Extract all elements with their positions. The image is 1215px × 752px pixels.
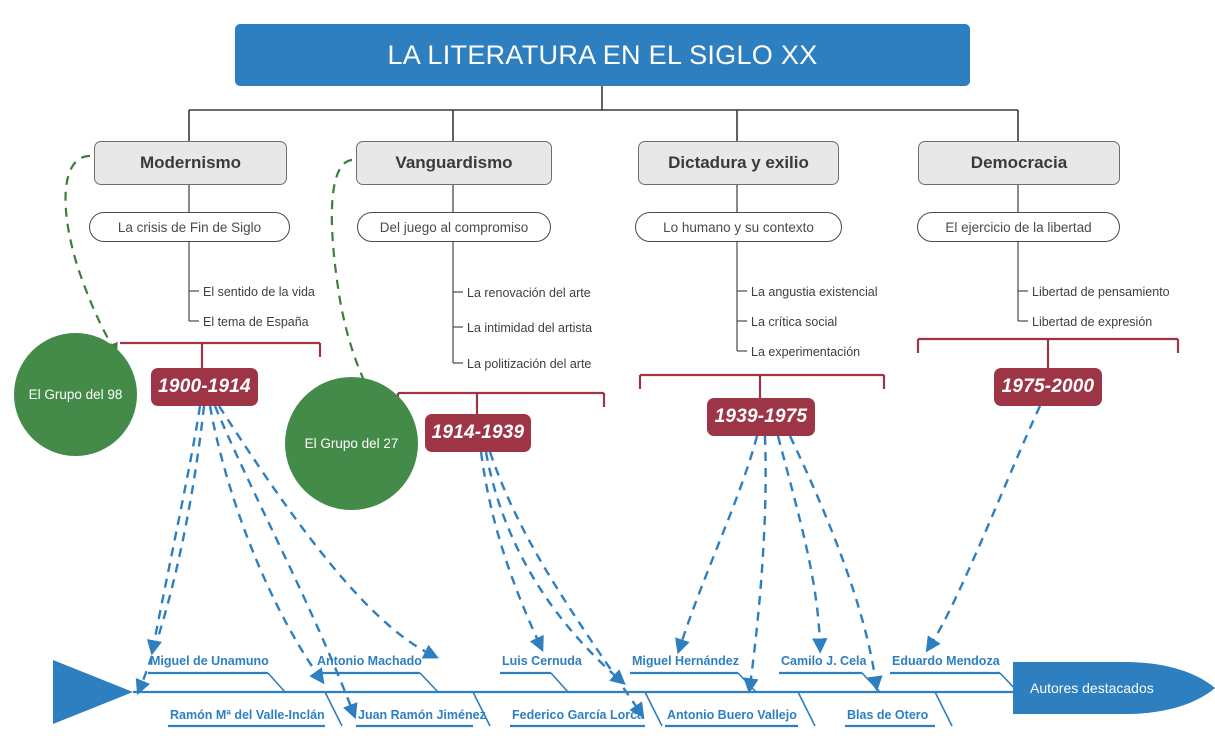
leaf-item: Libertad de expresión bbox=[1032, 315, 1153, 329]
authors-banner bbox=[1013, 662, 1215, 714]
leaf-item: La angustia existencial bbox=[751, 285, 878, 299]
subtitle-pill-democracia[interactable]: El ejercicio de la libertad bbox=[917, 212, 1120, 242]
author-label[interactable]: Ramón Mª del Valle-Inclán bbox=[170, 708, 325, 722]
leaf-item: Libertad de pensamiento bbox=[1032, 285, 1170, 299]
leaf-item: La politización del arte bbox=[467, 357, 592, 371]
author-label[interactable]: Camilo J. Cela bbox=[781, 654, 867, 668]
author-label[interactable]: Antonio Machado bbox=[317, 654, 422, 668]
subtitle-pill-vanguardismo[interactable]: Del juego al compromiso bbox=[357, 212, 551, 242]
subtitle-pill-dictadura[interactable]: Lo humano y su contexto bbox=[635, 212, 842, 242]
authors-banner-label: Autores destacados bbox=[1030, 680, 1154, 696]
timeline-start-arrow bbox=[53, 660, 133, 724]
leaf-item: El sentido de la vida bbox=[203, 285, 315, 299]
period-badge-1914-1939[interactable]: 1914-1939 bbox=[425, 414, 531, 452]
category-box-dictadura-y-exilio[interactable]: Dictadura y exilio bbox=[638, 141, 839, 185]
period-badge-1939-1975[interactable]: 1939-1975 bbox=[707, 398, 815, 436]
author-label[interactable]: Juan Ramón Jiménez bbox=[358, 708, 486, 722]
leaf-item: La experimentación bbox=[751, 345, 861, 359]
leaf-item: La renovación del arte bbox=[467, 286, 591, 300]
leaf-item: El tema de España bbox=[203, 315, 309, 329]
page-title: LA LITERATURA EN EL SIGLO XX bbox=[235, 24, 970, 86]
leaf-item: La crítica social bbox=[751, 315, 838, 329]
subtitle-pill-modernismo[interactable]: La crisis de Fin de Siglo bbox=[89, 212, 290, 242]
leaf-item: La intimidad del artista bbox=[467, 321, 593, 335]
group-circle-98[interactable]: El Grupo del 98 bbox=[14, 333, 137, 456]
period-badge-1900-1914[interactable]: 1900-1914 bbox=[151, 368, 258, 406]
group-circle-27[interactable]: El Grupo del 27 bbox=[285, 377, 418, 510]
author-label[interactable]: Blas de Otero bbox=[847, 708, 929, 722]
author-label[interactable]: Miguel Hernández bbox=[632, 654, 739, 668]
author-label[interactable]: Federico García Lorca bbox=[512, 708, 645, 722]
author-label[interactable]: Miguel de Unamuno bbox=[150, 654, 269, 668]
category-box-democracia[interactable]: Democracia bbox=[918, 141, 1120, 185]
author-label[interactable]: Luis Cernuda bbox=[502, 654, 582, 668]
category-box-modernismo[interactable]: Modernismo bbox=[94, 141, 287, 185]
author-label[interactable]: Eduardo Mendoza bbox=[892, 654, 1000, 668]
author-label[interactable]: Antonio Buero Vallejo bbox=[667, 708, 797, 722]
period-badge-1975-2000[interactable]: 1975-2000 bbox=[994, 368, 1102, 406]
category-box-vanguardismo[interactable]: Vanguardismo bbox=[356, 141, 552, 185]
